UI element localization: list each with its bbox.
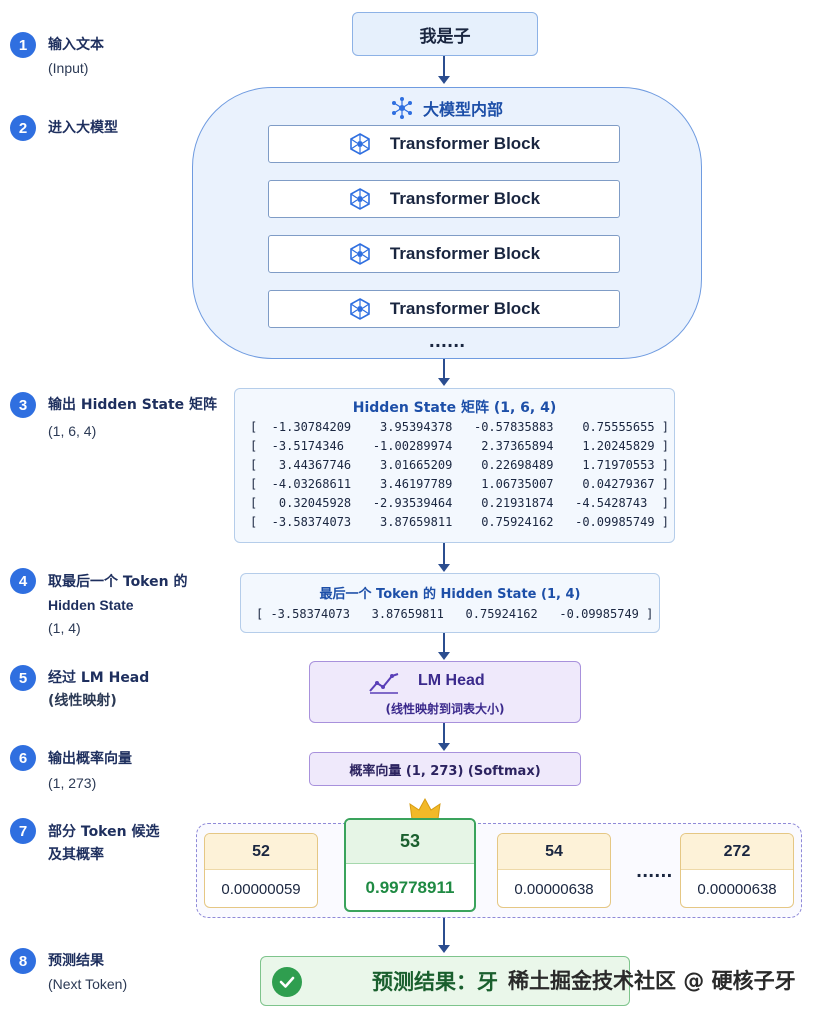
candidate-card: 54 0.00000638	[497, 833, 611, 908]
step-5-number: 5	[10, 665, 36, 691]
step-8-label: 预测结果	[48, 953, 104, 969]
matrix-row: [ -4.03268611 3.46197789 1.06735007 0.04…	[250, 477, 670, 491]
connector-4	[443, 633, 445, 653]
step-8-sub: (Next Token)	[48, 976, 128, 992]
candidate-token: 272	[681, 834, 793, 870]
transformer-block-1: Transformer Block	[268, 125, 620, 163]
model-title: 大模型内部	[193, 96, 701, 120]
step-4-label-line1: 取最后一个 Token 的	[48, 574, 188, 590]
watermark: 稀土掘金技术社区 @ 硬核子牙	[508, 969, 796, 993]
candidate-card: 272 0.00000638	[680, 833, 794, 908]
candidates-ellipsis: ......	[636, 862, 673, 881]
step-8-number: 8	[10, 948, 36, 974]
block-icon	[350, 188, 370, 210]
transformer-block-label: Transformer Block	[389, 134, 541, 153]
step-6-label: 输出概率向量	[48, 751, 132, 767]
result-box	[260, 956, 630, 1006]
step-5-label: 经过 LM Head	[48, 670, 150, 686]
arrow-5	[438, 743, 450, 751]
step-6-number: 6	[10, 745, 36, 771]
arrow-2	[438, 378, 450, 386]
step-6-sub: (1, 273)	[48, 775, 97, 791]
step-4-sub: (1, 4)	[48, 620, 81, 636]
step-1-sub: (Input)	[48, 60, 89, 76]
model-network-icon	[391, 97, 412, 119]
transformer-block-4: Transformer Block	[268, 290, 620, 328]
transformer-block-2: Transformer Block	[268, 180, 620, 218]
step-2-number: 2	[10, 115, 36, 141]
candidate-card: 52 0.00000059	[204, 833, 318, 908]
check-icon	[272, 967, 302, 997]
transformer-block-label: Transformer Block	[389, 244, 541, 263]
step-7-label-line1: 部分 Token 候选	[48, 824, 160, 840]
candidate-prob: 0.00000638	[514, 881, 594, 898]
arrow-6	[438, 945, 450, 953]
trend-chart-icon	[369, 673, 399, 694]
arrow-4	[438, 652, 450, 660]
block-icon	[350, 133, 370, 155]
hidden-state-title: Hidden State 矩阵 (1, 6, 4)	[352, 400, 557, 416]
model-ellipsis: ......	[428, 332, 466, 351]
transformer-block-label: Transformer Block	[389, 189, 541, 208]
last-token-panel: 最后一个 Token 的 Hidden State (1, 4)	[240, 573, 660, 633]
matrix-row: [ -3.58374073 3.87659811 0.75924162 -0.0…	[250, 515, 670, 529]
lm-head-title: LM Head	[418, 672, 485, 689]
candidate-token: 52	[205, 834, 317, 870]
candidate-prob: 0.00000638	[697, 881, 777, 898]
step-2-label: 进入大模型	[48, 120, 118, 136]
step-7-label-line2: 及其概率	[48, 847, 104, 863]
lm-head-box: LM Head (线性映射到词表大小)	[309, 661, 581, 723]
lm-head-subtitle: (线性映射到词表大小)	[385, 702, 505, 716]
matrix-row: [ -1.30784209 3.95394378 -0.57835883 0.7…	[250, 420, 670, 434]
transformer-block-label: Transformer Block	[389, 299, 541, 318]
step-5-sub: (线性映射)	[48, 693, 117, 709]
candidate-prob: 0.00000059	[221, 881, 301, 898]
input-text-box: 我是子	[352, 12, 538, 56]
result-text: 预测结果：牙	[372, 970, 498, 994]
step-3-number: 3	[10, 392, 36, 418]
matrix-row: [ 3.44367746 3.01665209 0.22698489 1.719…	[250, 458, 670, 472]
step-7-number: 7	[10, 818, 36, 844]
step-1-number: 1	[10, 32, 36, 58]
last-token-row: [ -3.58374073 3.87659811 0.75924162 -0.0…	[256, 607, 654, 621]
step-3-sub: (1, 6, 4)	[48, 423, 97, 439]
arrow-3	[438, 564, 450, 572]
last-token-title: 最后一个 Token 的 Hidden State (1, 4)	[319, 587, 581, 602]
connector-6	[443, 918, 445, 946]
step-3-label: 输出 Hidden State 矩阵	[48, 397, 218, 413]
block-icon	[350, 243, 370, 265]
arrow-1	[438, 76, 450, 84]
matrix-row: [ -3.5174346 -1.00289974 2.37365894 1.20…	[250, 439, 670, 453]
candidate-token: 54	[498, 834, 610, 870]
step-4-number: 4	[10, 568, 36, 594]
connector-5	[443, 723, 445, 744]
connector-3	[443, 543, 445, 565]
transformer-block-3: Transformer Block	[268, 235, 620, 273]
connector-1	[443, 56, 445, 78]
step-4-label-line2: Hidden State	[48, 597, 134, 613]
candidate-card-winner: 53 0.99778911	[344, 818, 476, 912]
matrix-row: [ 0.32045928 -2.93539464 0.21931874 -4.5…	[250, 496, 670, 510]
candidate-token: 53	[346, 820, 474, 864]
connector-2	[443, 359, 445, 379]
model-title-text: 大模型内部	[422, 100, 503, 119]
step-1-label: 输入文本	[48, 37, 104, 53]
candidate-prob: 0.99778911	[365, 878, 455, 897]
block-icon	[350, 298, 370, 320]
softmax-box: 概率向量 (1, 273) (Softmax)	[309, 752, 581, 786]
hidden-state-panel: Hidden State 矩阵 (1, 6, 4)	[234, 388, 675, 543]
